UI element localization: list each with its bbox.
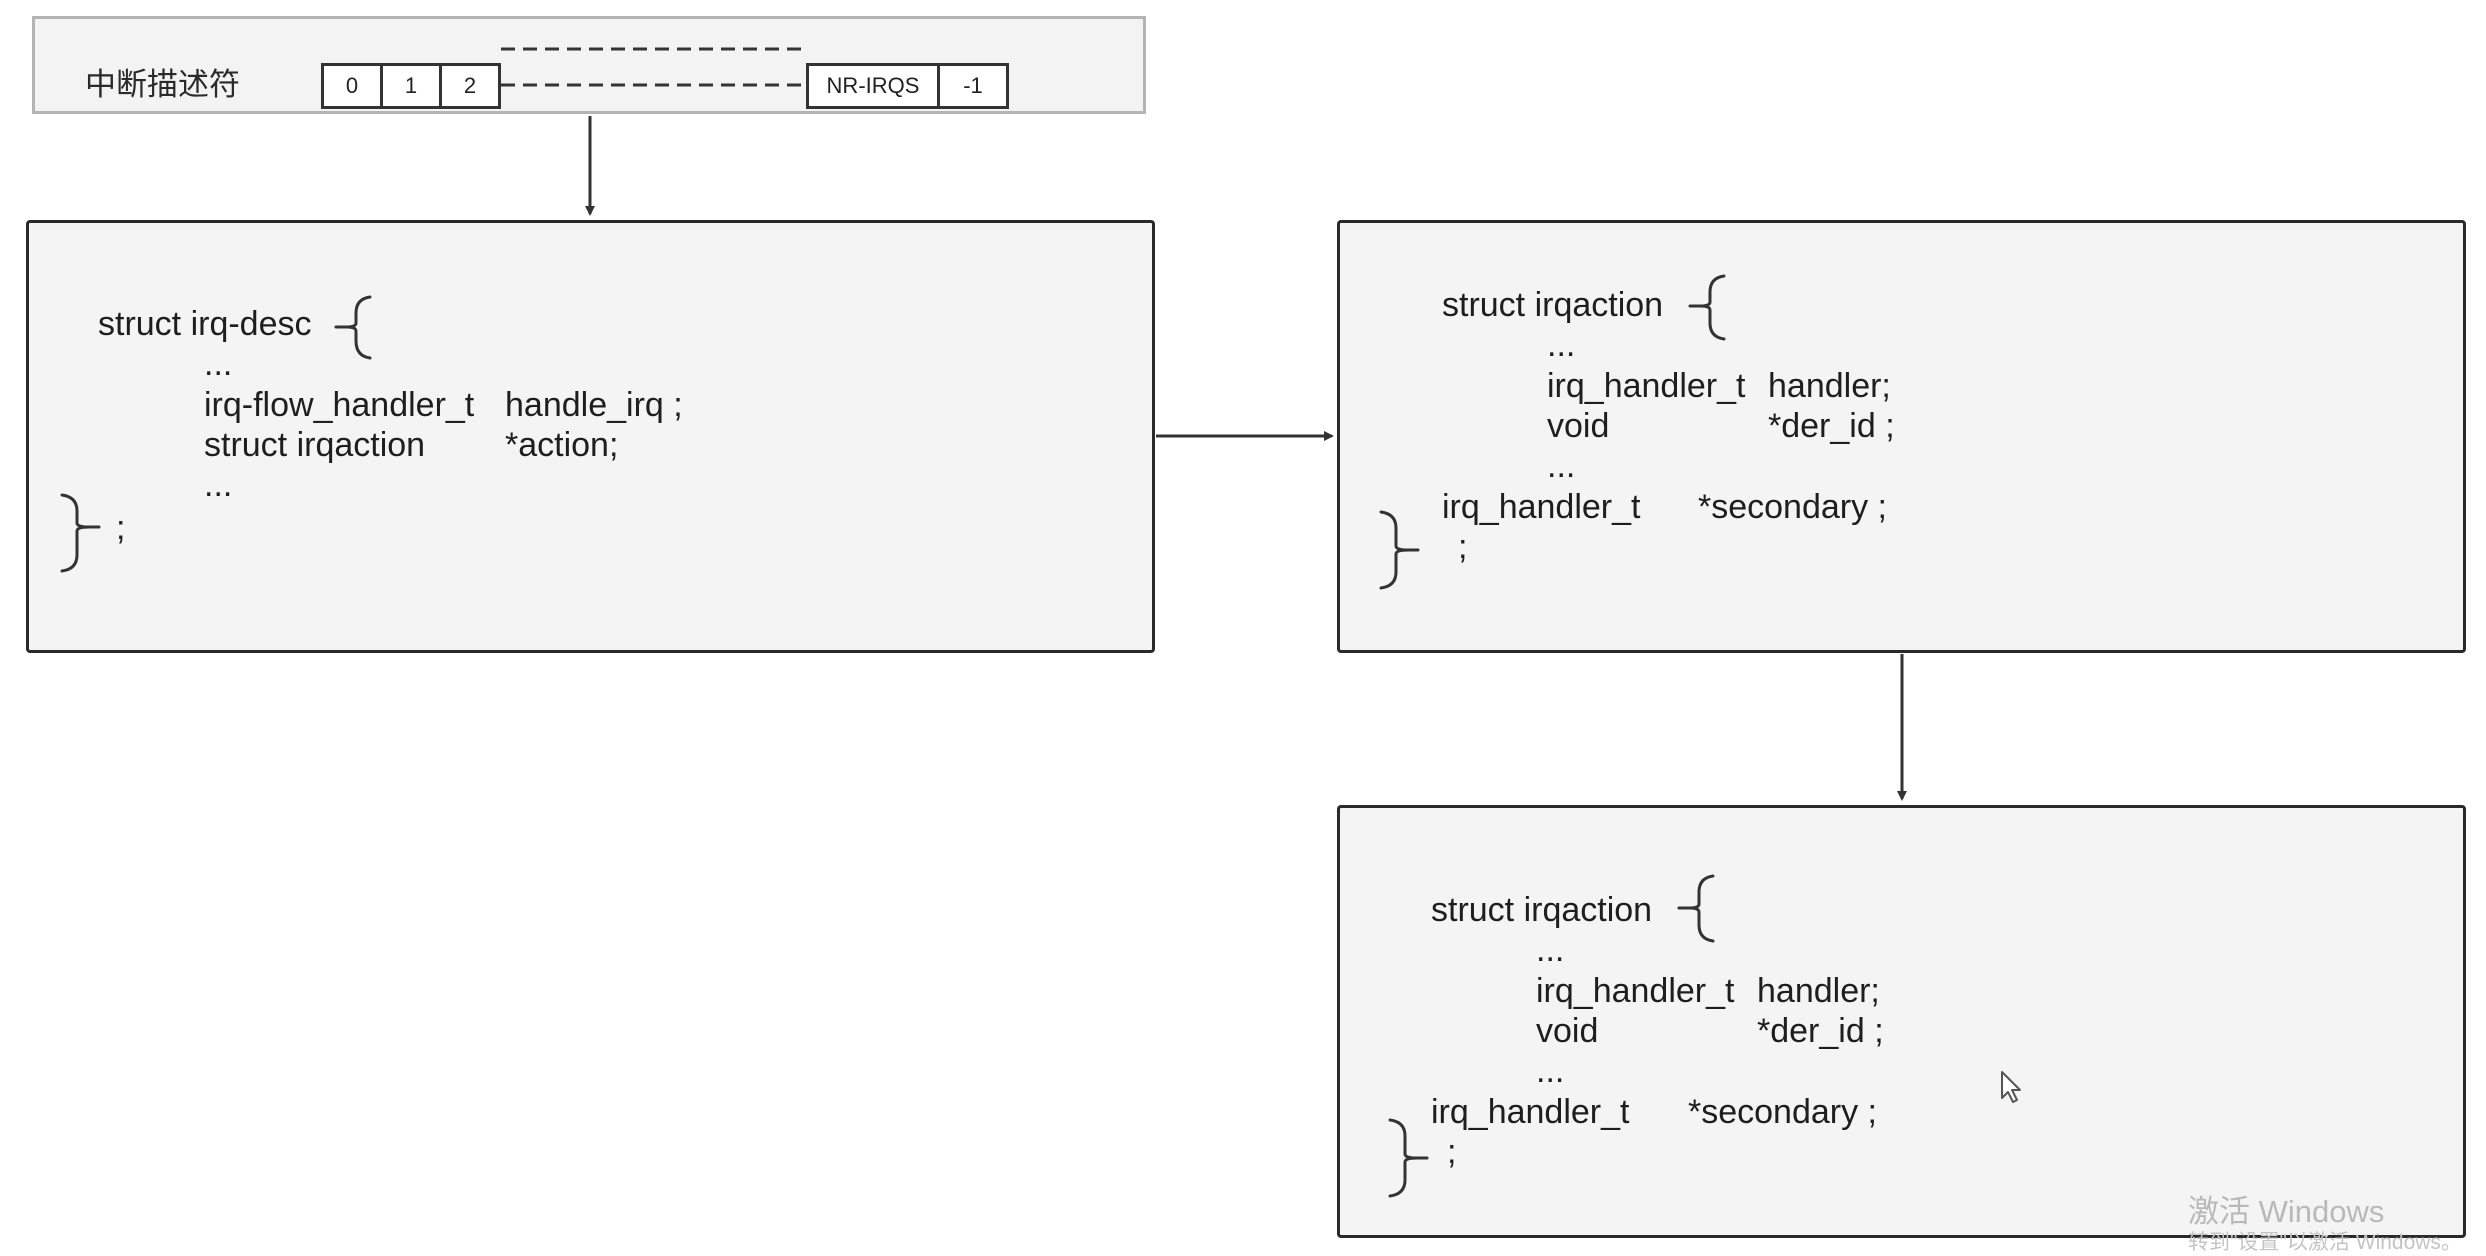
irqaction-1-close-brace	[1379, 510, 1409, 590]
irqaction-1-open-brace	[1699, 274, 1726, 341]
irqaction-box-2	[1337, 805, 2466, 1238]
irqaction-1-ellipsis-top: ...	[1547, 326, 1576, 364]
array-cell-1: 1	[380, 63, 442, 109]
irqaction-1-close-semicolon: ;	[1458, 528, 1468, 566]
irqaction-1-field2-type: void	[1547, 407, 1610, 445]
irqaction-2-field3-name: *secondary ;	[1688, 1093, 1877, 1131]
irq-desc-close-brace	[60, 493, 90, 573]
irqaction-2-field2-type: void	[1536, 1012, 1599, 1050]
irqaction-2-ellipsis-top: ...	[1536, 931, 1565, 969]
irqaction-1-field2-name: *der_id ;	[1768, 407, 1895, 445]
irq-desc-close-semicolon: ;	[116, 509, 126, 547]
irqaction-1-ellipsis-bottom: ...	[1547, 447, 1576, 485]
mouse-pointer-icon	[2001, 1071, 2021, 1103]
irq-desc-open-brace	[345, 295, 372, 360]
irq-desc-field2-name: *action;	[505, 426, 619, 464]
irq-desc-field1-type: irq-flow_handler_t	[204, 386, 475, 424]
array-cell-minus-1: -1	[937, 63, 1009, 109]
irqaction-1-field3-name: *secondary ;	[1698, 488, 1887, 526]
interrupt-descriptor-array: 中断描述符 0 1 2 NR-IRQS -1	[32, 16, 1146, 114]
irqaction-2-open-brace	[1688, 874, 1715, 943]
irqaction-2-field3-type: irq_handler_t	[1431, 1093, 1630, 1131]
irqaction-box-1	[1337, 220, 2466, 653]
windows-activation-watermark-sub: 转到"设置"以激活 Windows。	[2188, 1231, 2462, 1254]
irqaction-2-field2-name: *der_id ;	[1757, 1012, 1884, 1050]
irqaction-2-ellipsis-bottom: ...	[1536, 1052, 1565, 1090]
irqaction-1-field1-type: irq_handler_t	[1547, 367, 1746, 405]
irq-desc-box	[26, 220, 1155, 653]
irqaction-2-field1-type: irq_handler_t	[1536, 972, 1735, 1010]
array-cell-2: 2	[439, 63, 501, 109]
irqaction-2-close-brace	[1388, 1118, 1418, 1198]
irq-desc-ellipsis-bottom: ...	[204, 466, 233, 504]
irq-desc-struct-line: struct irq-desc	[98, 305, 312, 343]
irqaction-1-struct-line: struct irqaction	[1442, 286, 1664, 324]
irqaction-2-field1-name: handler;	[1757, 972, 1880, 1010]
irqaction-1-field3-type: irq_handler_t	[1442, 488, 1641, 526]
irq-desc-ellipsis-top: ...	[204, 345, 233, 383]
irq-desc-field2-type: struct irqaction	[204, 426, 426, 464]
windows-activation-watermark: 激活 Windows	[2188, 1194, 2385, 1229]
array-cell-0: 0	[321, 63, 383, 109]
irqaction-2-struct-line: struct irqaction	[1431, 891, 1653, 929]
header-title: 中断描述符	[85, 67, 240, 102]
irq-desc-field1-name: handle_irq ;	[505, 386, 683, 424]
irqaction-1-field1-name: handler;	[1768, 367, 1891, 405]
irqaction-2-close-semicolon: ;	[1447, 1133, 1457, 1171]
